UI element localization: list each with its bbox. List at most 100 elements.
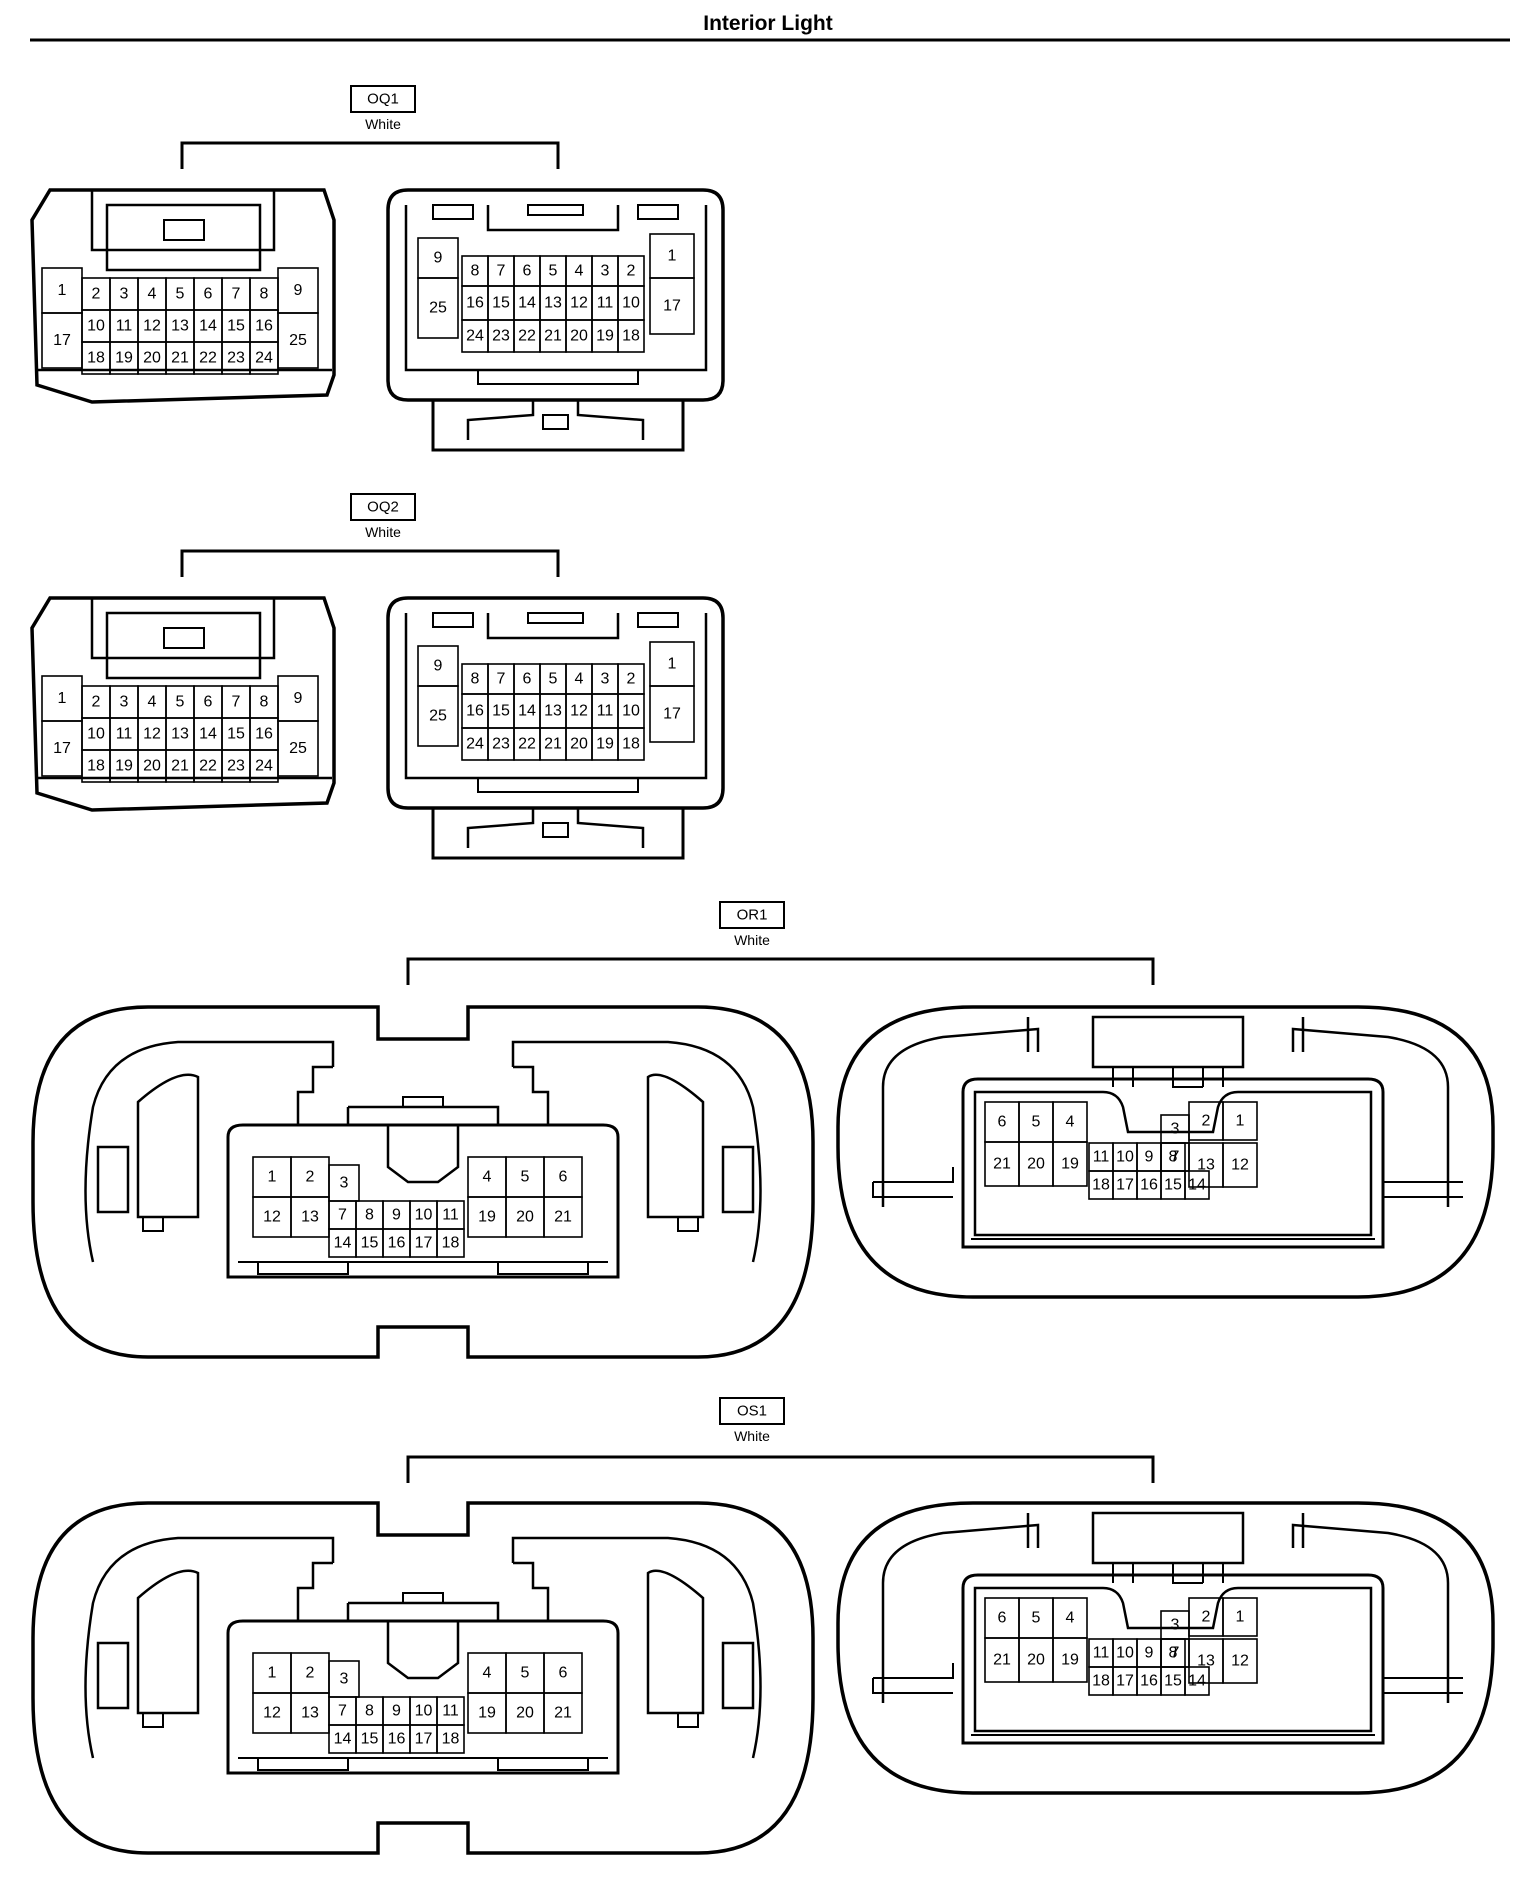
pin: 24 — [255, 758, 273, 775]
pin: 23 — [492, 736, 510, 753]
pin: 10 — [415, 1207, 433, 1224]
skirt-detail — [466, 808, 535, 848]
pin: 6 — [523, 671, 532, 688]
side-tab — [96, 1641, 130, 1710]
pin: 17 — [53, 332, 71, 349]
pin: 1 — [58, 690, 67, 707]
pin-cell — [417, 685, 459, 747]
pin: 22 — [199, 758, 217, 775]
pin: 17 — [1116, 1673, 1134, 1690]
rail-tab — [497, 1261, 589, 1275]
rail — [477, 369, 639, 385]
side-notch — [142, 1216, 164, 1232]
pin-cell — [277, 720, 319, 777]
pin: 21 — [554, 1705, 572, 1722]
pin: 14 — [199, 726, 217, 743]
pin: 12 — [570, 703, 588, 720]
pin: 4 — [148, 694, 157, 711]
pin: 17 — [663, 298, 681, 315]
pin: 13 — [301, 1705, 319, 1722]
page-title: Interior Light — [703, 12, 833, 35]
body-inner — [973, 1090, 1373, 1237]
pin-cell — [617, 319, 645, 353]
pin: 18 — [442, 1731, 460, 1748]
skirt-tab — [542, 414, 569, 430]
side-lock — [646, 1569, 705, 1715]
side-lock — [646, 1073, 705, 1219]
inner-contour — [881, 1523, 1450, 1703]
pin: 24 — [466, 328, 484, 345]
pin: 7 — [1171, 1149, 1180, 1166]
pin: 5 — [549, 263, 558, 280]
pin-cell — [1222, 1142, 1258, 1188]
pin: 21 — [993, 1652, 1011, 1669]
side-wing — [872, 1167, 954, 1198]
pin: 22 — [199, 350, 217, 367]
pin: 14 — [518, 703, 536, 720]
pin-cell — [277, 312, 319, 369]
connector-id: OQ1 — [367, 91, 399, 108]
pin: 1 — [1236, 1609, 1245, 1626]
pin: 16 — [1140, 1673, 1158, 1690]
pin-cell — [617, 727, 645, 761]
latch-inner — [105, 203, 262, 272]
pin: 16 — [466, 703, 484, 720]
pin: 3 — [120, 286, 129, 303]
connector-bracket — [406, 1455, 1155, 1483]
pin: 9 — [294, 282, 303, 299]
pin: 2 — [1202, 1113, 1211, 1130]
pin: 14 — [518, 295, 536, 312]
pin: 7 — [497, 263, 506, 280]
pin: 2 — [92, 694, 101, 711]
pin: 16 — [388, 1731, 406, 1748]
pin: 5 — [521, 1665, 530, 1682]
pin: 3 — [120, 694, 129, 711]
latch-tab — [163, 219, 205, 241]
pin: 9 — [434, 250, 443, 267]
pin: 14 — [334, 1731, 352, 1748]
pin: 23 — [227, 350, 245, 367]
housing-left — [31, 1501, 815, 1855]
pin: 15 — [361, 1235, 379, 1252]
pin-cell — [1222, 1597, 1258, 1637]
pin: 23 — [227, 758, 245, 775]
latch-slot — [432, 612, 474, 628]
pin: 20 — [1027, 1156, 1045, 1173]
body — [226, 1619, 620, 1775]
latch-tab — [402, 1096, 444, 1108]
pin: 20 — [516, 1705, 534, 1722]
pin-cell — [1222, 1638, 1258, 1684]
latch — [386, 1621, 460, 1680]
inner-contour — [511, 1040, 762, 1263]
pin: 24 — [466, 736, 484, 753]
inner-contour — [881, 1027, 1450, 1207]
pin: 15 — [361, 1731, 379, 1748]
housing-left — [30, 188, 336, 404]
connector-bracket — [406, 957, 1155, 985]
pin: 19 — [596, 328, 614, 345]
side-notch — [677, 1216, 699, 1232]
pin: 7 — [497, 671, 506, 688]
pin: 17 — [53, 740, 71, 757]
pin: 13 — [544, 703, 562, 720]
pin: 3 — [601, 263, 610, 280]
housing-right — [836, 1005, 1495, 1299]
body — [226, 1123, 620, 1279]
pin: 8 — [471, 263, 480, 280]
pin-cell — [1052, 1637, 1088, 1683]
pin: 11 — [1093, 1149, 1110, 1166]
connector-id: OR1 — [737, 907, 768, 924]
latch-slot — [637, 204, 679, 220]
pin: 3 — [601, 671, 610, 688]
pin: 12 — [143, 318, 161, 335]
pin: 1 — [668, 248, 677, 265]
pin: 11 — [1093, 1645, 1110, 1662]
pin-cell — [649, 277, 695, 335]
side-wing — [1383, 1181, 1463, 1198]
pin: 19 — [115, 350, 133, 367]
pin: 4 — [483, 1169, 492, 1186]
pin: 4 — [575, 671, 584, 688]
pin: 1 — [58, 282, 67, 299]
pin: 19 — [478, 1209, 496, 1226]
